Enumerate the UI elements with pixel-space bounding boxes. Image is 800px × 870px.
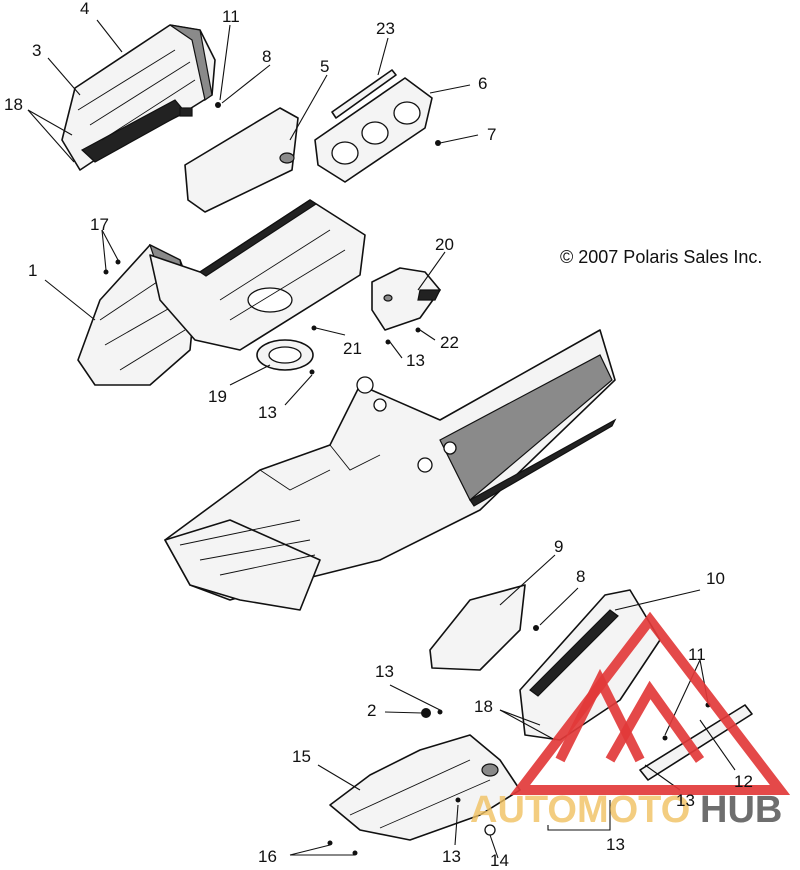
strip-part-23 [331, 69, 397, 119]
callout-4: 4 [80, 0, 89, 18]
copyright-text: © 2007 Polaris Sales Inc. [560, 247, 762, 267]
callout-8-top: 8 [262, 47, 271, 66]
callout-12: 12 [734, 772, 753, 791]
callout-7: 7 [487, 125, 496, 144]
watermark-logo: AUTOMOTO HUB [470, 611, 791, 831]
callout-11-top: 11 [222, 7, 240, 26]
callout-22: 22 [440, 333, 459, 352]
watermark-text-b: HUB [700, 789, 782, 831]
callout-11-bottom: 11 [688, 645, 706, 664]
callout-14: 14 [490, 851, 509, 870]
fasteners [103, 102, 711, 856]
callout-13-mid: 13 [375, 662, 394, 681]
callout-13-bottom: 13 [442, 847, 461, 866]
callout-labels: 4 11 3 8 5 23 6 18 7 17 20 1 21 22 13 19… [4, 0, 753, 870]
callout-13-upper-left: 13 [258, 403, 277, 422]
lower-housing-part-10 [519, 589, 661, 741]
callout-8-bottom: 8 [576, 567, 585, 586]
callout-18-bottom: 18 [474, 697, 493, 716]
block-part-9 [429, 584, 526, 671]
lower-nose-part-15 [329, 734, 521, 841]
console-housing-part [61, 24, 216, 171]
chassis-frame-part [164, 329, 617, 611]
callout-2: 2 [367, 701, 376, 720]
ring-part-19 [256, 339, 314, 371]
callout-1: 1 [28, 261, 37, 280]
callout-18-top: 18 [4, 95, 23, 114]
callout-13-upper-right: 13 [406, 351, 425, 370]
callout-5: 5 [320, 57, 329, 76]
callout-15: 15 [292, 747, 311, 766]
callout-6: 6 [478, 74, 487, 93]
cover-part-20 [371, 267, 441, 331]
watermark-text-a: AUTOMOTO [470, 789, 690, 831]
callout-17: 17 [90, 215, 109, 234]
callout-13-bottom-right: 13 [606, 835, 625, 854]
callout-20: 20 [435, 235, 454, 254]
rail-part-12 [639, 704, 753, 781]
panel-part-5 [184, 107, 299, 213]
callout-10: 10 [706, 569, 725, 588]
callout-3: 3 [32, 41, 41, 60]
callout-9: 9 [554, 537, 563, 556]
callout-13-right: 13 [676, 791, 695, 810]
callout-19: 19 [208, 387, 227, 406]
gauge-bezel-part-6 [314, 77, 433, 183]
callout-23: 23 [376, 19, 395, 38]
callout-16: 16 [258, 847, 277, 866]
leader-lines [27, 19, 736, 859]
console-tray-part [149, 199, 366, 351]
callout-21: 21 [343, 339, 362, 358]
